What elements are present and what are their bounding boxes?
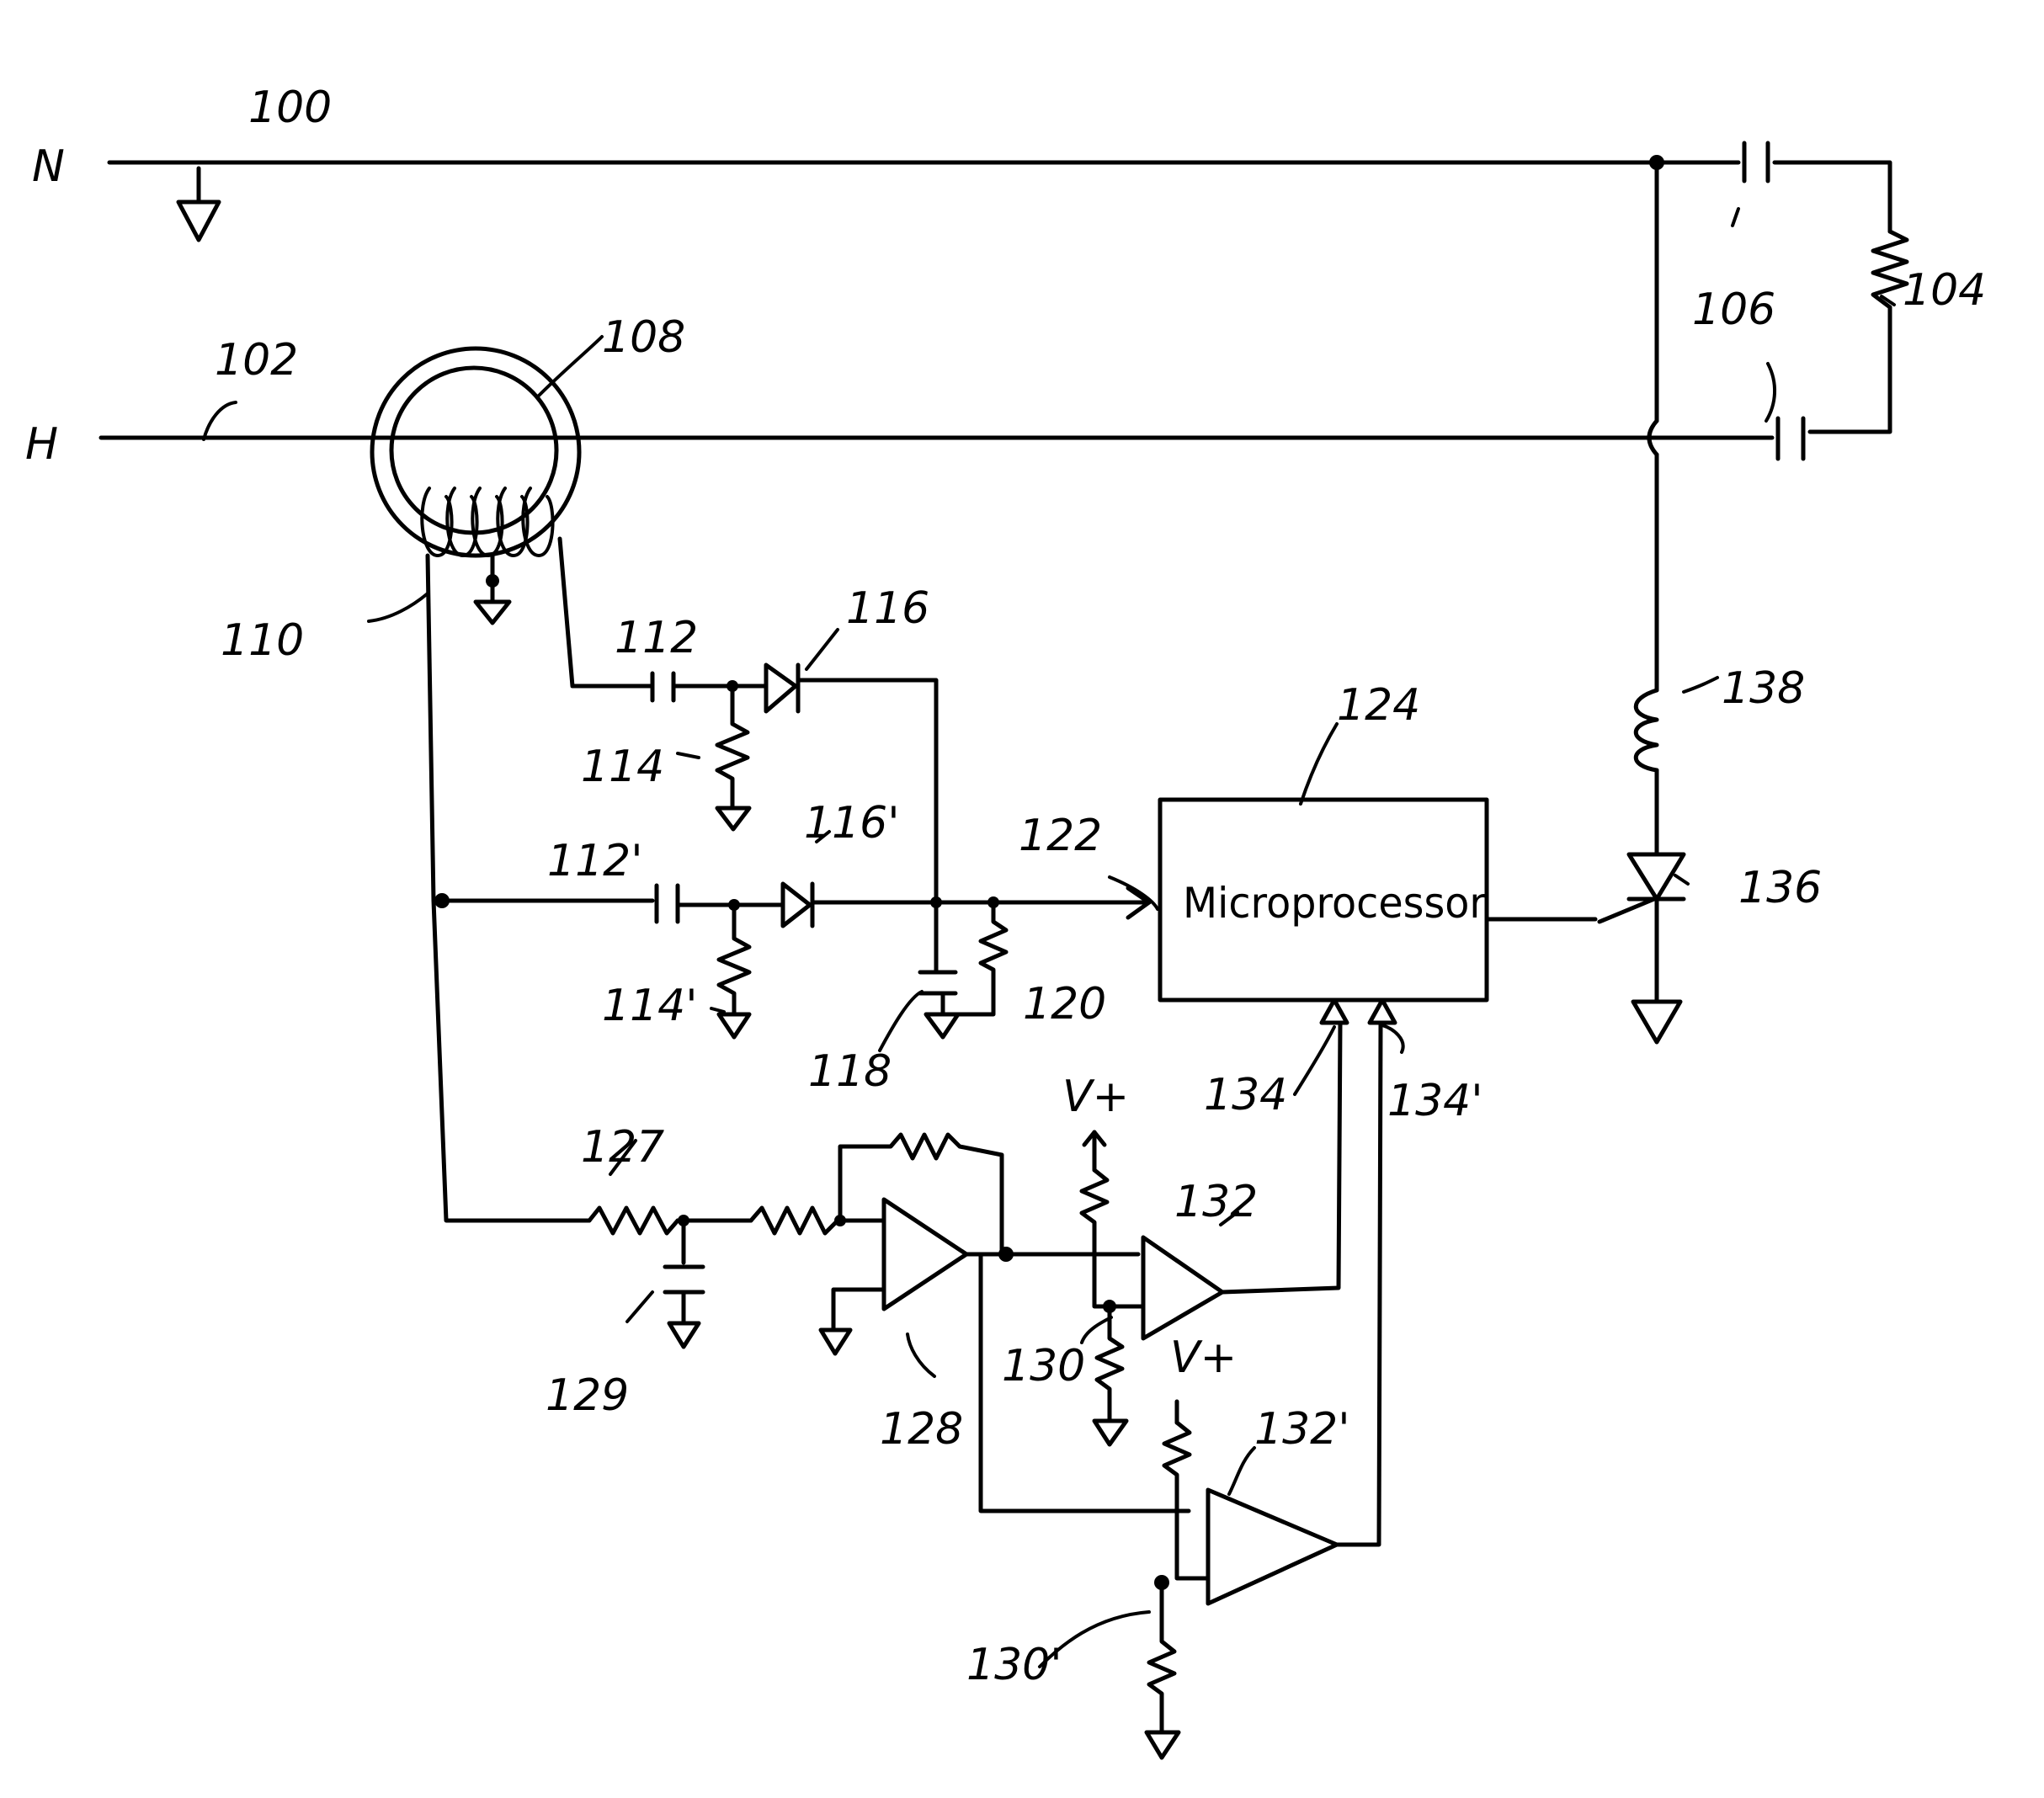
ref-129: 129 — [546, 1370, 629, 1421]
ref-110: 110 — [221, 615, 304, 666]
leader-lines — [202, 207, 1896, 1668]
ref-114: 114 — [581, 742, 664, 792]
ref-116-prime: 116' — [804, 798, 900, 848]
ref-116: 116 — [846, 583, 929, 634]
ref-136: 136 — [1738, 863, 1822, 913]
ref-112: 112 — [615, 613, 698, 663]
ref-132: 132 — [1174, 1177, 1258, 1227]
comparator-132 — [1079, 1020, 1343, 1447]
ref-128: 128 — [880, 1404, 963, 1455]
scr-branch — [1597, 155, 1686, 1045]
capacitor-106-lower — [1775, 416, 1806, 461]
channel-1 — [650, 662, 939, 905]
ref-122: 122 — [1019, 811, 1102, 861]
ref-108: 108 — [602, 312, 685, 363]
ref-106: 106 — [1692, 285, 1775, 335]
channel-2 — [434, 881, 1152, 1040]
comparator-132-prime — [1144, 1020, 1383, 1760]
ground-icon — [176, 166, 221, 242]
supply-v-plus-top: V+ — [1062, 1072, 1129, 1122]
ref-134-prime: 134' — [1387, 1076, 1483, 1126]
ref-118: 118 — [808, 1046, 892, 1097]
neutral-line — [107, 160, 1892, 434]
ref-134: 134 — [1204, 1070, 1287, 1120]
ref-112-prime: 112' — [547, 836, 643, 886]
ref-100: 100 — [248, 82, 332, 133]
resistor-104 — [1871, 229, 1909, 310]
ref-130-prime: 130' — [966, 1640, 1062, 1690]
microprocessor-label: Microprocessor — [1183, 879, 1486, 928]
ref-127: 127 — [581, 1122, 664, 1173]
supply-v-plus-bottom: V+ — [1170, 1333, 1237, 1383]
ref-104: 104 — [1903, 265, 1986, 316]
current-transformer — [370, 346, 582, 625]
microprocessor-block: Microprocessor — [1158, 797, 1598, 1025]
ref-132-prime: 132' — [1254, 1404, 1350, 1455]
labels: N H 100 102 104 106 108 110 112 114 116 … — [25, 82, 1986, 1690]
capacitor-106-upper — [1742, 141, 1770, 184]
ref-102: 102 — [215, 335, 298, 386]
ref-120: 120 — [1023, 979, 1106, 1029]
terminal-hot: H — [25, 419, 58, 470]
secondary-wiring — [425, 536, 655, 1223]
terminal-neutral: N — [32, 141, 65, 192]
amplifier-chain — [587, 1132, 1191, 1513]
ref-124: 124 — [1337, 680, 1420, 731]
ref-138: 138 — [1722, 663, 1805, 714]
ref-130: 130 — [1002, 1341, 1085, 1391]
ref-114-prime: 114' — [602, 981, 698, 1031]
